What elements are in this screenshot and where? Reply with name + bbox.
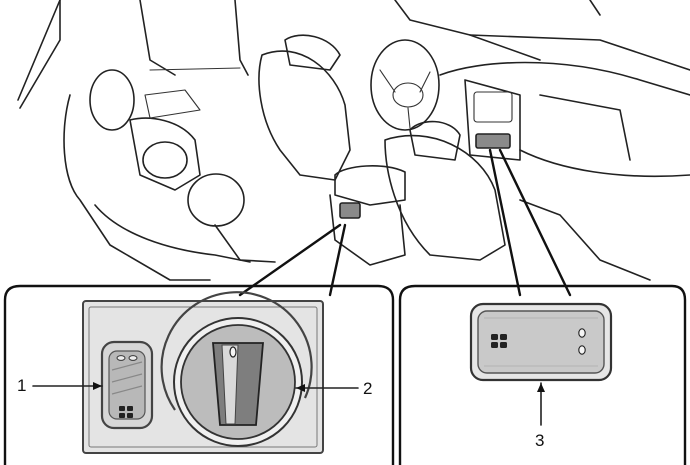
door-trim-panel bbox=[144, 89, 201, 119]
center-console-body bbox=[329, 194, 406, 266]
rear-control-panel: 1 2 bbox=[17, 291, 372, 454]
callout-3-label: 3 bbox=[535, 431, 544, 450]
passenger-headrest bbox=[409, 120, 461, 161]
door-belt-line bbox=[149, 67, 241, 71]
callout-3-arrowhead bbox=[537, 383, 545, 392]
rear-headrest-middle bbox=[142, 141, 188, 179]
left-pillar-line bbox=[17, 0, 61, 101]
callout-1-label: 1 bbox=[17, 376, 26, 395]
driver-headrest bbox=[284, 34, 341, 71]
center-dash-stack bbox=[464, 79, 521, 161]
roof-edge-line bbox=[394, 0, 541, 61]
b-pillar-line bbox=[139, 0, 176, 76]
temperature-dial[interactable] bbox=[160, 291, 313, 447]
rear-seat-side bbox=[214, 224, 276, 263]
front-control-detail-frame bbox=[398, 284, 687, 465]
floor-line bbox=[519, 199, 651, 281]
indicator-lamp-icon bbox=[116, 355, 138, 361]
front-fan-icon bbox=[491, 334, 507, 348]
steering-wheel-rim bbox=[370, 39, 440, 131]
leader-line-front-right bbox=[498, 148, 572, 297]
rear-seat-outline bbox=[63, 94, 211, 281]
rear-control-bezel-inner bbox=[88, 306, 318, 448]
callout-1-arrowhead bbox=[93, 382, 102, 390]
leader-line-rear-right bbox=[328, 223, 347, 297]
dial-scale-arc bbox=[160, 291, 313, 411]
rear-control-detail-frame bbox=[3, 284, 395, 465]
rear-blower-switch[interactable] bbox=[100, 340, 154, 430]
dash-vent bbox=[473, 91, 513, 123]
steering-wheel-hub bbox=[392, 82, 424, 108]
indicator-lamp-icon bbox=[578, 328, 586, 355]
windshield-top-line bbox=[469, 34, 690, 71]
glovebox-line bbox=[519, 149, 690, 178]
rotary-knob-icon bbox=[212, 342, 264, 426]
rear-control-location bbox=[339, 202, 361, 219]
front-control-location bbox=[475, 133, 511, 149]
rear-seat-cushion-edge bbox=[94, 204, 251, 263]
front-control-panel: 3 bbox=[469, 302, 613, 450]
steering-spokes bbox=[379, 69, 431, 129]
c-pillar-line bbox=[234, 0, 249, 76]
center-armrest bbox=[334, 165, 406, 206]
switch-texture bbox=[111, 361, 143, 395]
dial-pointer-mark bbox=[229, 346, 237, 358]
leader-line-rear-left bbox=[238, 223, 342, 297]
rear-fan-icon bbox=[119, 406, 133, 418]
front-control-texture bbox=[484, 317, 598, 367]
leader-line-front-left bbox=[488, 148, 522, 297]
dash-panel-line bbox=[539, 94, 631, 161]
rear-headrest-right bbox=[187, 173, 245, 227]
driver-seatback bbox=[258, 50, 351, 181]
rear-headrest-left bbox=[89, 69, 135, 131]
dashboard-top bbox=[439, 61, 690, 96]
a-pillar-line bbox=[589, 0, 601, 16]
callout-2-label: 2 bbox=[363, 379, 372, 398]
vehicle-interior-illustration bbox=[17, 0, 690, 297]
rear-seatback-left bbox=[129, 117, 201, 191]
callout-2-arrowhead bbox=[296, 384, 305, 392]
left-window-frame bbox=[19, 0, 61, 109]
front-control-face[interactable] bbox=[477, 310, 605, 374]
passenger-seatback bbox=[384, 134, 506, 261]
